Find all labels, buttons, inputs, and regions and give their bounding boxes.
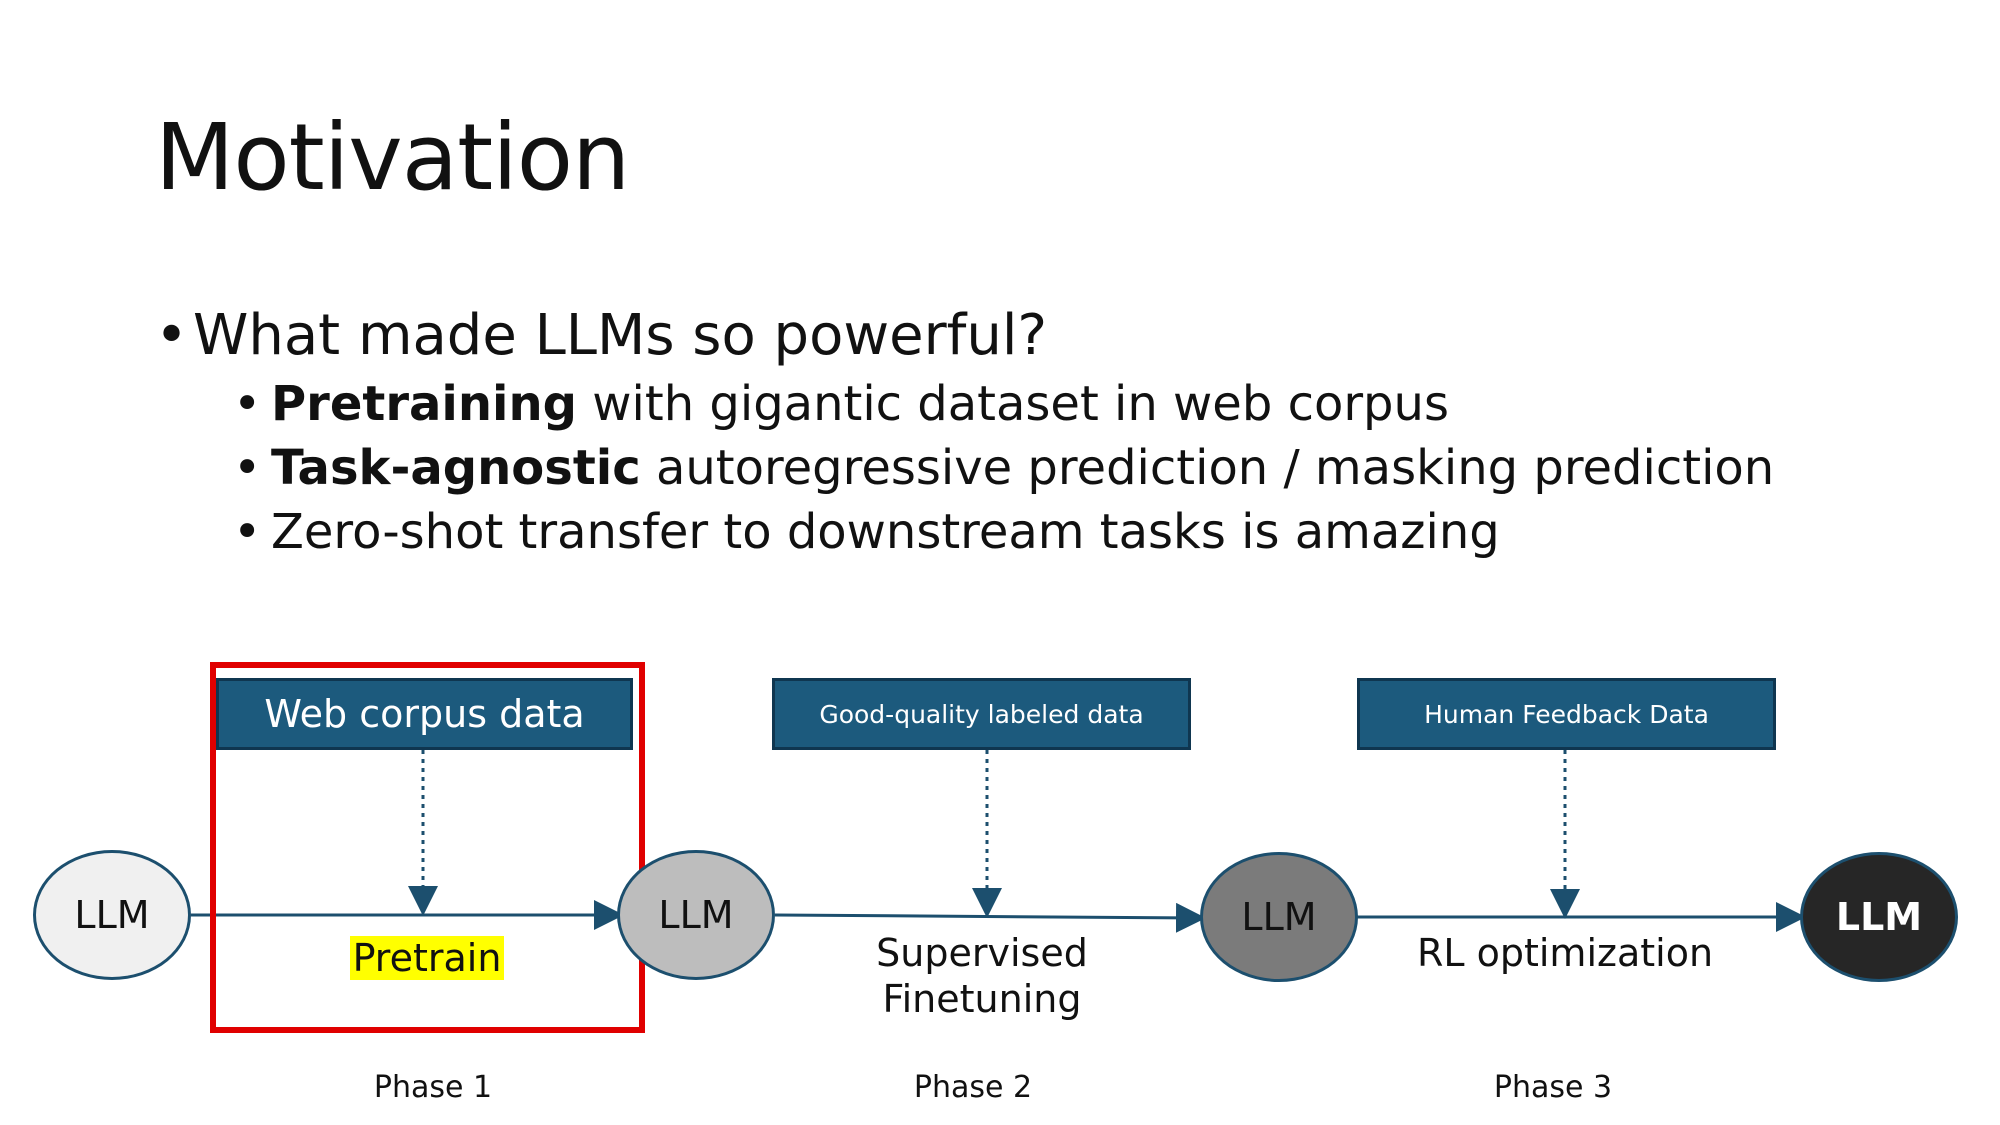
bullet-main-text: What made LLMs so powerful? (193, 303, 1048, 368)
arrow-phase-2 (774, 902, 1206, 933)
llm-node-base: LLM (33, 850, 191, 980)
bullet-dot: • (233, 440, 262, 496)
labeled-data-box: Good-quality labeled data (772, 678, 1191, 750)
phase-1-highlight-frame (210, 662, 645, 1033)
bullet-dot: • (155, 303, 189, 368)
step-label-rl: RL optimization (1416, 931, 1714, 975)
phase-label-1: Phase 1 (373, 1070, 493, 1105)
phase-label-3: Phase 3 (1493, 1070, 1613, 1105)
llm-node-finetuned: LLM (1200, 852, 1358, 982)
bullet-dot: • (233, 376, 262, 432)
step-label-sft: Supervised Finetuning (876, 931, 1088, 1021)
bullet-main: • What made LLMs so powerful? (155, 300, 1774, 372)
sub-bullet-text: autoregressive prediction / masking pred… (640, 440, 1775, 496)
sub-bullet-pretraining: • Pretraining with gigantic dataset in w… (233, 372, 1774, 436)
llm-node-pretrained: LLM (617, 850, 775, 980)
sub-bullet-bold: Task-agnostic (271, 440, 641, 496)
sub-bullet-bold: Pretraining (271, 376, 578, 432)
llm-node-final: LLM (1800, 852, 1958, 982)
slide-title: Motivation (155, 104, 630, 211)
sub-bullet-zero-shot: • Zero-shot transfer to downstream tasks… (233, 500, 1774, 564)
pretrain-highlight: Pretrain (349, 936, 505, 980)
human-feedback-data-box: Human Feedback Data (1357, 678, 1776, 750)
web-corpus-data-box: Web corpus data (216, 678, 633, 750)
bullet-dot: • (233, 504, 262, 560)
bullet-list: • What made LLMs so powerful? • Pretrain… (155, 300, 1774, 564)
sub-bullet-text: Zero-shot transfer to downstream tasks i… (271, 504, 1500, 560)
sub-bullet-task-agnostic: • Task-agnostic autoregressive predictio… (233, 436, 1774, 500)
step-label-pretrain: Pretrain (327, 935, 527, 981)
phase-label-2: Phase 2 (913, 1070, 1033, 1105)
sub-bullet-text: with gigantic dataset in web corpus (577, 376, 1449, 432)
